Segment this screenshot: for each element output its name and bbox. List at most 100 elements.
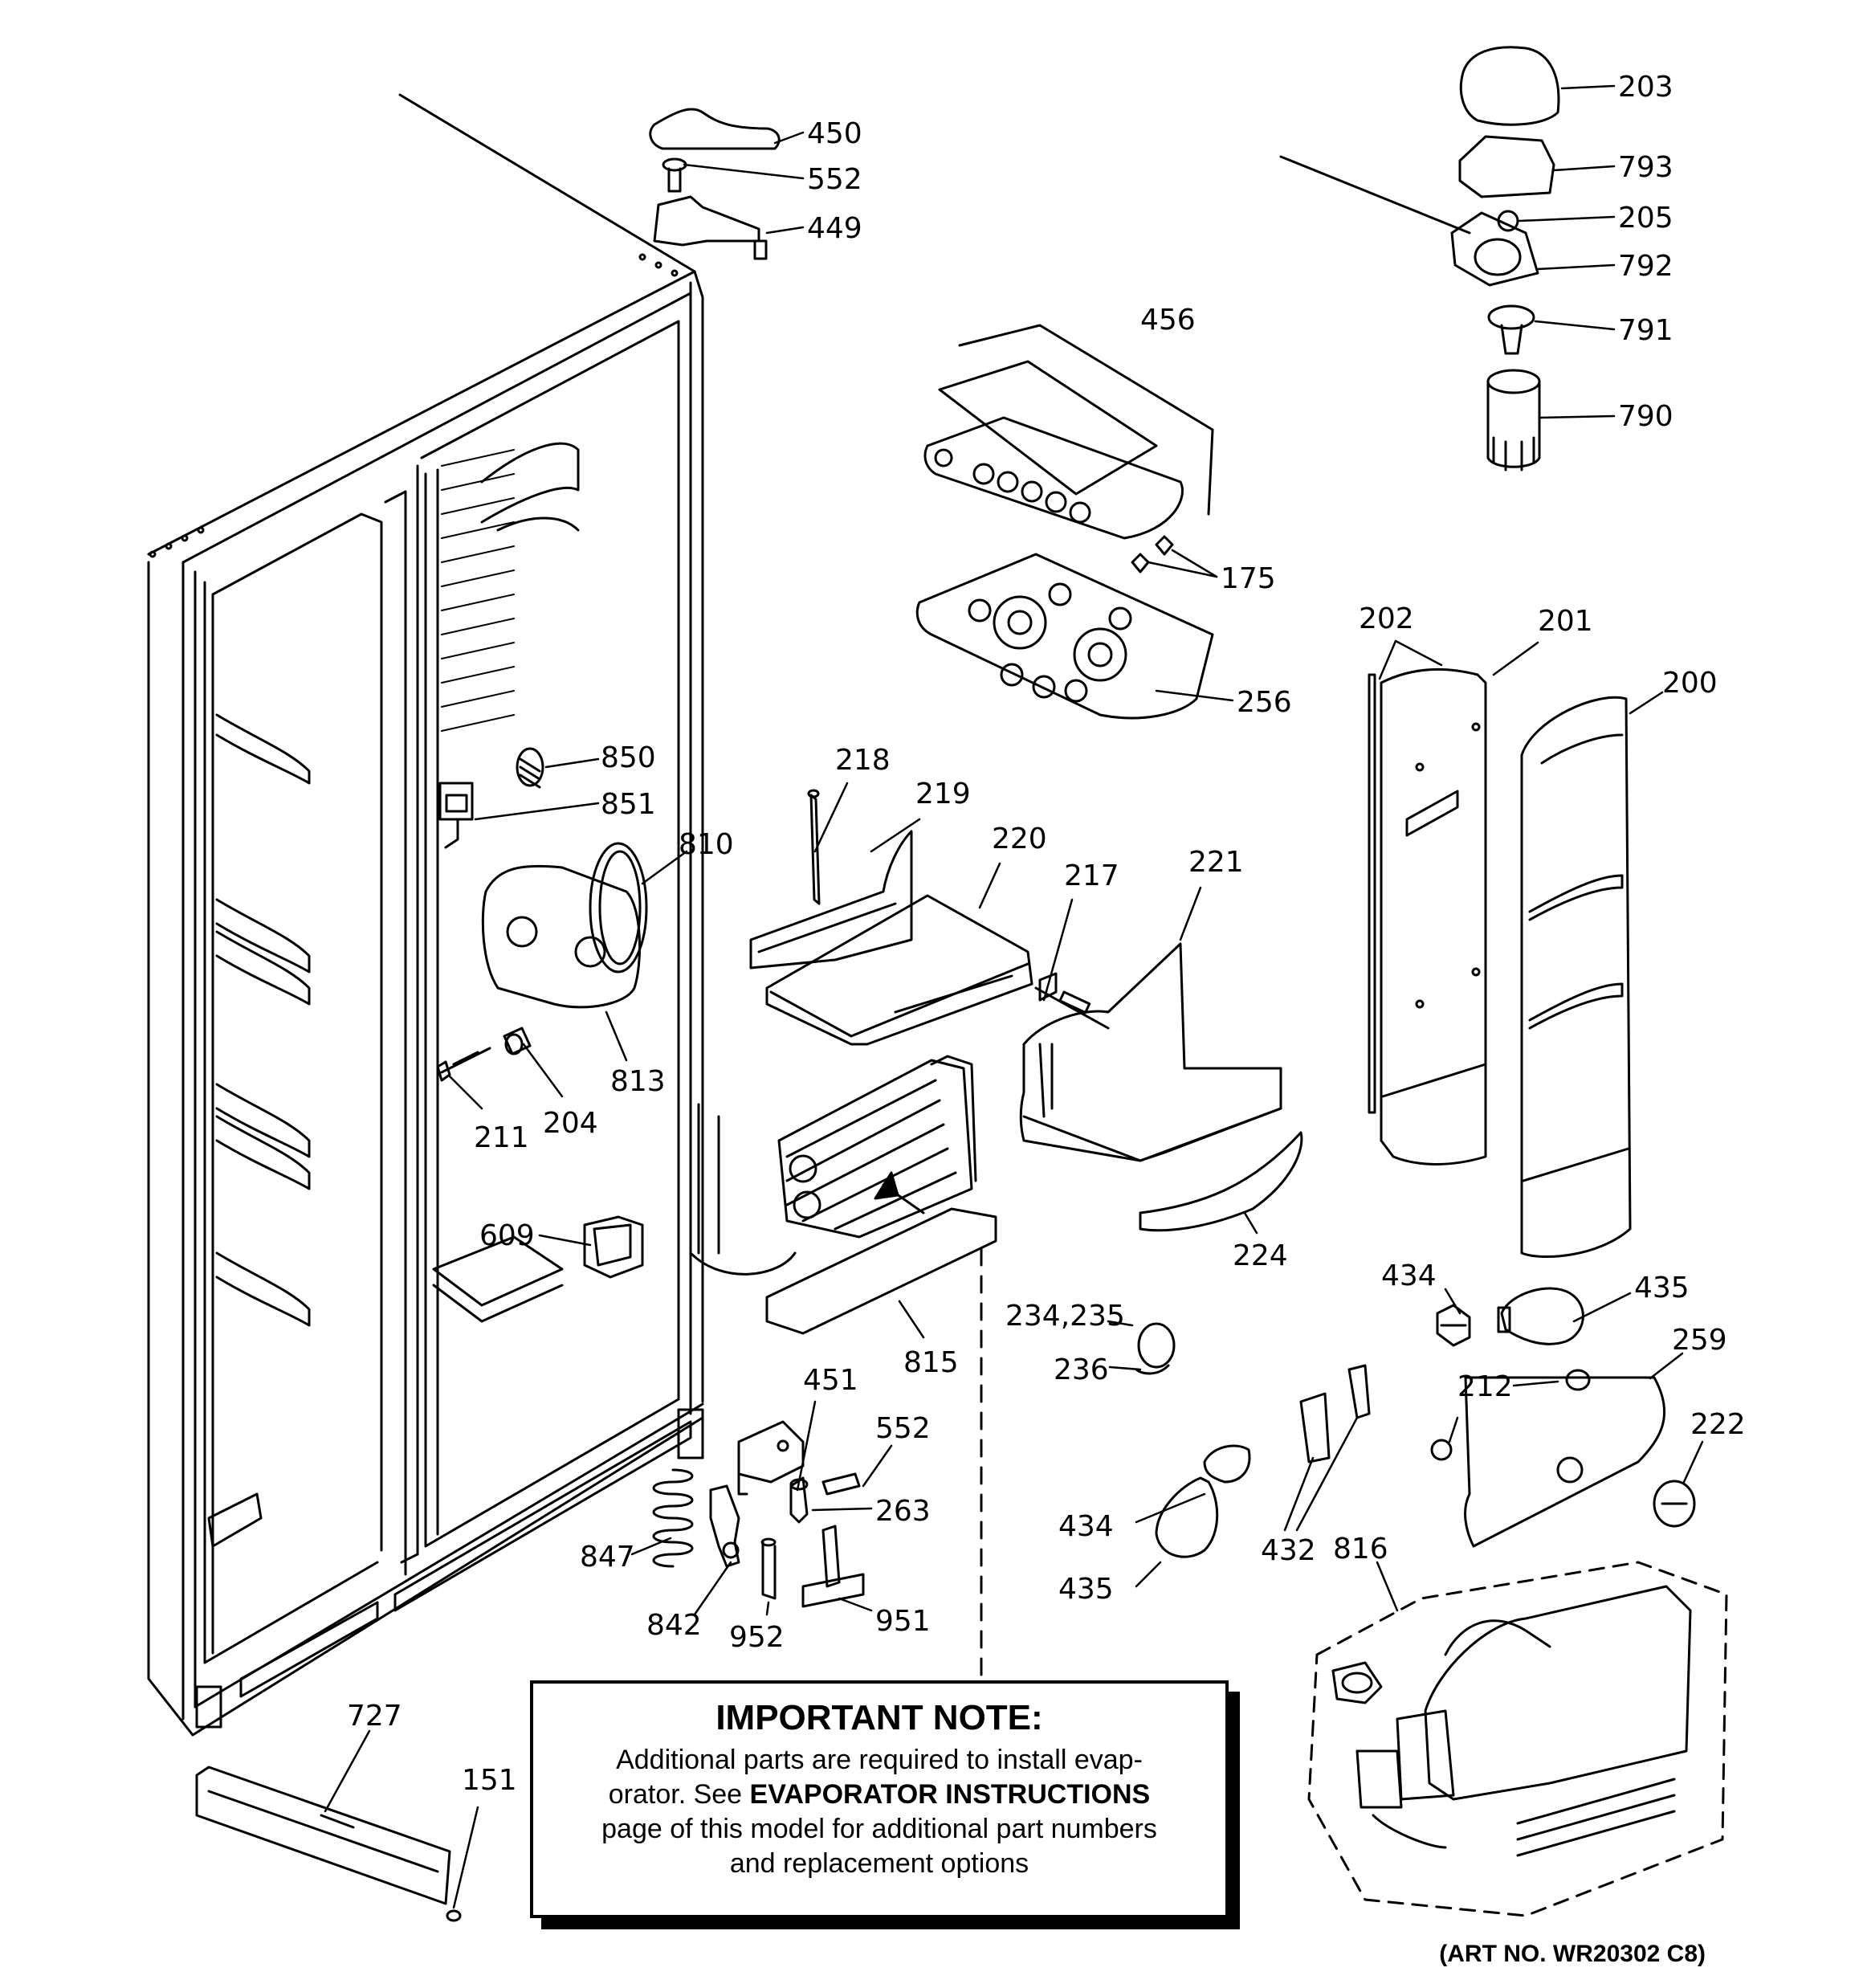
filter-head	[1279, 155, 1539, 287]
callout-256: 256	[1237, 686, 1292, 719]
note-body: Additional parts are required to install…	[533, 1743, 1225, 1881]
pan-slide-rod	[807, 789, 821, 905]
pan-support	[1019, 942, 1282, 1162]
callout-816: 816	[1333, 1533, 1388, 1565]
callout-labels: 450 552 449 203 793 205 792 791 790 456 …	[347, 71, 1746, 1797]
callout-175: 175	[1221, 562, 1276, 595]
leader-lines	[324, 84, 1704, 1909]
callout-218: 218	[835, 744, 891, 777]
closure-cam	[709, 1484, 740, 1568]
light-bulb-lower	[1155, 1476, 1219, 1558]
callout-259: 259	[1672, 1324, 1727, 1357]
callout-813: 813	[610, 1065, 666, 1098]
note-title: IMPORTANT NOTE:	[715, 1698, 1043, 1737]
callout-222: 222	[1690, 1408, 1746, 1441]
callout-552: 552	[807, 163, 862, 196]
callout-201: 201	[1538, 605, 1593, 638]
light-bulb-upper	[1497, 1287, 1584, 1345]
callout-791: 791	[1618, 314, 1673, 347]
callout-234-235: 234,235	[1005, 1300, 1125, 1333]
toe-grille	[195, 1766, 451, 1905]
pan	[765, 894, 1033, 1046]
hinge-screw	[662, 157, 687, 193]
callout-221: 221	[1188, 846, 1244, 879]
vent-damper	[516, 747, 544, 789]
callout-435-lower: 435	[1058, 1573, 1114, 1606]
light-switch-bracket	[1299, 1364, 1371, 1463]
callout-790: 790	[1618, 400, 1673, 433]
damper-control	[438, 782, 474, 849]
note-line-2-text: orator. See	[608, 1779, 750, 1810]
callout-952: 952	[729, 1621, 785, 1654]
callout-217: 217	[1064, 859, 1119, 892]
light-shield-lower	[1464, 1369, 1666, 1548]
top-hinge	[653, 195, 768, 260]
defrost-switch	[583, 1215, 644, 1279]
hinge-pin-sleeve	[760, 1537, 777, 1600]
callout-951: 951	[875, 1605, 931, 1638]
callout-151: 151	[462, 1764, 517, 1797]
pan-handle	[1139, 1131, 1303, 1232]
top-hinge-cover	[649, 108, 781, 150]
callout-212: 212	[1457, 1370, 1513, 1403]
callout-451: 451	[803, 1364, 858, 1397]
callout-727: 727	[347, 1700, 402, 1733]
callout-205: 205	[1618, 202, 1673, 235]
callout-435-upper: 435	[1634, 1272, 1690, 1304]
callout-211: 211	[474, 1121, 529, 1154]
damper-knob	[1034, 972, 1110, 1030]
bulb-clip-234	[1135, 1322, 1176, 1375]
callout-842: 842	[646, 1609, 702, 1642]
light-socket-upper	[1436, 1304, 1471, 1347]
fan-shroud	[481, 842, 648, 1009]
callout-220: 220	[992, 823, 1047, 855]
note-line-4: and replacement options	[729, 1848, 1029, 1879]
callout-202: 202	[1359, 602, 1414, 635]
hinge-bolt	[821, 1472, 861, 1496]
cam-spring	[652, 1468, 694, 1568]
callout-432: 432	[1261, 1534, 1316, 1567]
refrigerator-cabinet	[147, 93, 704, 1737]
light-panel-assembly	[923, 324, 1214, 540]
freezer-duct-seal	[1368, 673, 1376, 1114]
light-shield	[915, 553, 1214, 720]
important-note-box: IMPORTANT NOTE: Additional parts are req…	[530, 1680, 1229, 1918]
callout-219: 219	[915, 778, 971, 810]
filter-cap	[1459, 46, 1560, 126]
note-line-3: page of this model for additional part n…	[601, 1814, 1157, 1844]
callout-434-upper: 434	[1381, 1259, 1437, 1292]
filter-adapter	[1487, 304, 1535, 355]
filter-gasket	[1458, 135, 1555, 198]
grommet	[503, 1027, 532, 1055]
light-shield-clip	[1430, 1439, 1453, 1461]
callout-810: 810	[679, 828, 734, 861]
condenser-fan-assembly	[1307, 1561, 1728, 1917]
callout-847: 847	[580, 1541, 635, 1574]
note-line-2: orator. See EVAPORATOR INSTRUCTIONS	[533, 1778, 1225, 1812]
mounting-screw	[436, 1047, 491, 1082]
callout-793: 793	[1618, 151, 1673, 184]
pan-cover	[749, 830, 913, 970]
callout-449: 449	[807, 212, 862, 245]
callout-609: 609	[479, 1219, 535, 1252]
callout-450: 450	[807, 117, 862, 150]
callout-456: 456	[1140, 304, 1196, 337]
callout-200: 200	[1662, 667, 1718, 700]
art-number: (ART NO. WR20302 C8)	[1439, 1941, 1706, 1967]
callout-851: 851	[601, 788, 656, 821]
leveling-leg	[801, 1525, 865, 1608]
light-cover-clip	[1653, 1480, 1696, 1528]
callout-236: 236	[1054, 1353, 1109, 1386]
grille-screw	[446, 1909, 462, 1922]
evaporator-instructions-ref: EVAPORATOR INSTRUCTIONS	[749, 1779, 1151, 1810]
callout-263: 263	[875, 1495, 931, 1528]
callout-552-lower: 552	[875, 1412, 931, 1445]
evaporator	[689, 1055, 997, 1335]
callout-815: 815	[903, 1346, 959, 1379]
callout-204: 204	[543, 1107, 598, 1140]
water-filter	[1486, 369, 1541, 471]
callout-434-lower: 434	[1058, 1510, 1114, 1543]
freezer-duct-front	[1520, 696, 1632, 1259]
callout-850: 850	[601, 741, 656, 774]
